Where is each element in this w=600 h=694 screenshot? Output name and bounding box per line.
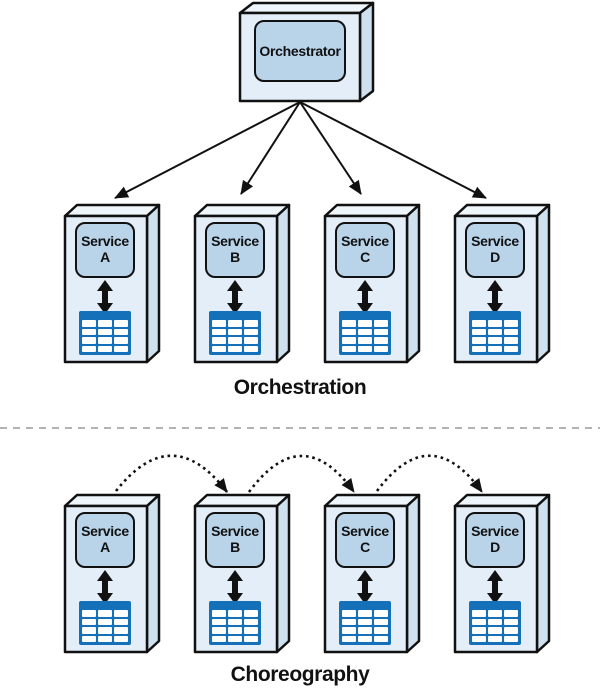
service-label: Service A <box>75 512 135 568</box>
bidirectional-arrow-icon <box>357 280 373 314</box>
service-name-line1: Service <box>341 523 389 540</box>
database-table-icon <box>339 601 391 645</box>
service-name-line2: B <box>230 249 240 265</box>
service-label: Service C <box>335 222 395 278</box>
section-label-orchestration: Orchestration <box>233 376 367 399</box>
orchestrator-fan-arrows <box>114 101 487 199</box>
bidirectional-arrow-icon <box>487 280 503 314</box>
database-table-icon <box>209 311 261 355</box>
orchestrator-label: Orchestrator <box>259 43 341 59</box>
arrow-orchestrator-to-service-a <box>114 101 301 199</box>
service-label: Service D <box>465 512 525 568</box>
bidirectional-arrow-icon <box>97 570 113 604</box>
service-name-line1: Service <box>341 233 389 250</box>
section-label-choreography: Choreography <box>230 663 370 686</box>
service-name-line2: A <box>100 249 110 265</box>
service-label: Service B <box>205 512 265 568</box>
arrow-orchestrator-to-service-b <box>240 101 301 195</box>
bidirectional-arrow-icon <box>357 570 373 604</box>
bidirectional-arrow-icon <box>487 570 503 604</box>
arrow-orchestrator-to-service-d <box>299 101 487 199</box>
dotted-arc-service-b-to-c <box>247 454 356 493</box>
choreography-event-arcs <box>114 454 484 493</box>
service-name-line2: D <box>490 249 500 265</box>
bidirectional-arrow-icon <box>227 570 243 604</box>
service-name-line2: C <box>360 539 370 555</box>
service-name-line1: Service <box>81 523 129 540</box>
service-name-line2: B <box>230 539 240 555</box>
service-label: Service B <box>205 222 265 278</box>
service-name-line1: Service <box>471 233 519 250</box>
service-label: Service D <box>465 222 525 278</box>
service-name-line1: Service <box>471 523 519 540</box>
service-name-line2: C <box>360 249 370 265</box>
service-label: Service A <box>75 222 135 278</box>
dotted-arc-service-c-to-d <box>375 454 484 493</box>
database-table-icon <box>339 311 391 355</box>
bidirectional-arrow-icon <box>227 280 243 314</box>
database-table-icon <box>469 601 521 645</box>
database-table-icon <box>79 311 131 355</box>
arrow-orchestrator-to-service-c <box>299 101 362 195</box>
dotted-arc-service-a-to-b <box>114 454 229 493</box>
database-table-icon <box>209 601 261 645</box>
service-name-line1: Service <box>81 233 129 250</box>
service-name-line2: D <box>490 539 500 555</box>
database-table-icon <box>469 311 521 355</box>
service-label: Service C <box>335 512 395 568</box>
orchestrator-screen: Orchestrator <box>254 20 346 82</box>
database-table-icon <box>79 601 131 645</box>
bidirectional-arrow-icon <box>97 280 113 314</box>
service-name-line2: A <box>100 539 110 555</box>
service-name-line1: Service <box>211 523 259 540</box>
service-name-line1: Service <box>211 233 259 250</box>
